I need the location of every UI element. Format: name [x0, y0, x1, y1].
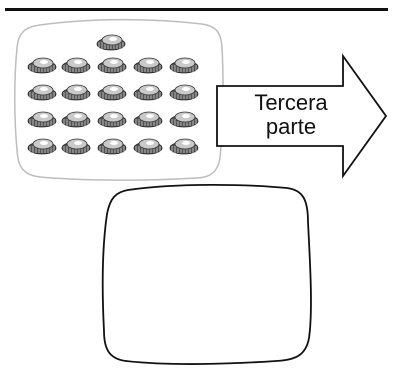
bottle-cap-icon — [169, 57, 199, 74]
bottle-cap-icon — [169, 138, 199, 155]
arrow-label: Tercera parte — [223, 91, 359, 139]
bottle-cap-icon — [133, 57, 163, 74]
bottle-cap-icon — [61, 84, 91, 101]
arrow-shape — [216, 53, 388, 179]
bottle-cap-icon — [61, 138, 91, 155]
bottle-cap-icon — [61, 111, 91, 128]
caps-container — [14, 18, 224, 181]
answer-box — [101, 183, 312, 365]
top-rule — [5, 8, 388, 11]
bottle-cap-icon — [169, 84, 199, 101]
bottle-cap-icon — [61, 57, 91, 74]
bottle-cap-icon — [133, 84, 163, 101]
bottle-cap-icon — [97, 84, 127, 101]
bottle-cap-icon — [97, 57, 127, 74]
bottle-cap-icon — [27, 57, 57, 74]
bottle-caps — [27, 34, 199, 155]
bottle-cap-icon — [169, 111, 199, 128]
bottle-cap-icon — [27, 111, 57, 128]
bottle-cap-icon — [133, 138, 163, 155]
bottle-cap-icon — [27, 138, 57, 155]
arrow-label-line2: parte — [265, 114, 317, 139]
bottle-cap-icon — [97, 111, 127, 128]
bottle-cap-icon — [133, 111, 163, 128]
bottle-cap-icon — [97, 138, 127, 155]
bottle-cap-icon — [27, 84, 57, 101]
arrow-label-line1: Tercera — [254, 90, 328, 115]
bottle-cap-icon — [96, 34, 126, 51]
